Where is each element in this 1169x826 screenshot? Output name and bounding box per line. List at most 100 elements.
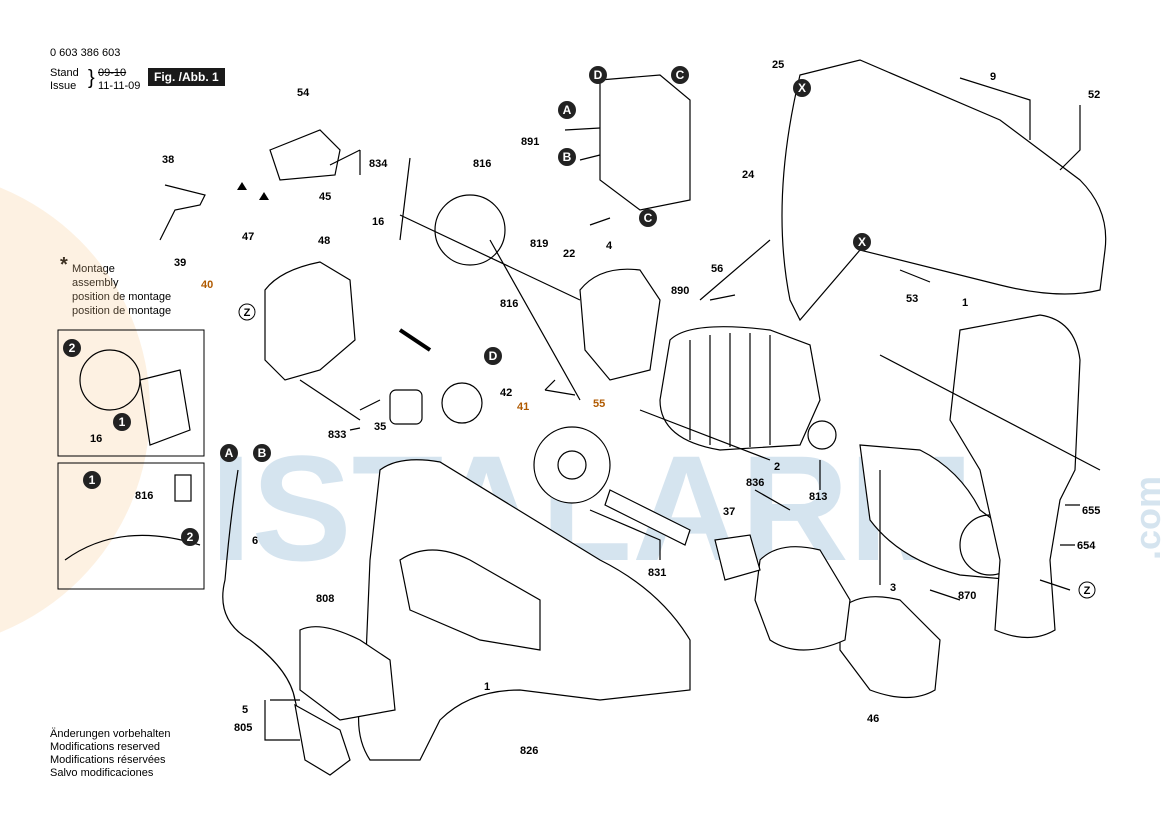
fan	[441, 382, 483, 424]
part-label: 808	[316, 593, 334, 605]
part-number: 0 603 386 603	[50, 47, 121, 59]
callout-circle	[639, 209, 657, 227]
part-label: 46	[867, 713, 879, 725]
part-label: 831	[648, 567, 666, 579]
callout-number: 2	[69, 341, 76, 355]
watermark-suffix: .com	[1127, 476, 1168, 560]
callout-letter: A	[563, 103, 572, 117]
callout-circle	[853, 233, 871, 251]
part-label: 9	[990, 71, 996, 83]
figure-label: Fig. /Abb. 1	[148, 68, 225, 86]
part-label: 16	[372, 216, 384, 228]
part-label: 37	[723, 506, 735, 518]
bearing-37	[714, 534, 761, 581]
auxiliary-handle	[949, 314, 1081, 639]
inset-brush	[174, 474, 192, 502]
callout-circle	[793, 79, 811, 97]
callout-letter: Z	[244, 307, 251, 319]
part-label: 55	[593, 398, 605, 410]
bearing-35	[389, 389, 423, 425]
callout-letter: B	[563, 150, 572, 164]
part-label: 833	[328, 429, 346, 441]
part-label: 834	[369, 158, 388, 170]
montage-line: position de montage	[72, 305, 172, 317]
asterisk-icon: *	[60, 254, 68, 276]
housing-grip	[399, 549, 541, 651]
part-label: 56	[711, 263, 723, 275]
stand-value: 09-10	[98, 67, 127, 79]
part-label: 42	[500, 387, 512, 399]
stand-label: Stand	[50, 67, 79, 79]
callout-letter: X	[798, 81, 806, 95]
stator	[659, 326, 821, 451]
part-label: 813	[809, 491, 827, 503]
inset-box-top	[57, 329, 205, 457]
gear-hub	[557, 450, 587, 480]
part-label: 5	[242, 704, 248, 716]
gear	[533, 426, 611, 504]
callout-letter: C	[644, 211, 653, 225]
callout-circle	[83, 471, 101, 489]
part-label: 45	[319, 191, 331, 203]
triangle-icon	[259, 192, 269, 200]
part-label: 16	[90, 433, 102, 445]
part-label: 25	[772, 59, 784, 71]
part-label: 48	[318, 235, 330, 247]
note-line: Modifications réservées	[50, 754, 166, 766]
part-label: 870	[958, 590, 976, 602]
callout-circle	[63, 339, 81, 357]
plug	[294, 703, 351, 776]
part-label: 816	[473, 158, 491, 170]
callouts: D C A B C D A B X X 2 1 1 2	[63, 66, 1096, 599]
part-label: 890	[671, 285, 689, 297]
depth-stop-rod	[879, 354, 1101, 471]
part-label: 654	[1077, 540, 1096, 552]
callout-letter: X	[858, 235, 866, 249]
part-label: 1	[484, 681, 490, 693]
part-label: 3	[890, 582, 896, 594]
cord-sleeve	[299, 626, 396, 721]
inset-holder	[139, 369, 191, 446]
part-label: 819	[530, 238, 548, 250]
housing-upper	[781, 59, 1107, 322]
part-label: 1	[962, 297, 968, 309]
part-label: 41	[517, 401, 529, 413]
callout-number: 1	[89, 473, 96, 487]
callout-circle	[484, 347, 502, 365]
part-label: 24	[742, 169, 755, 181]
stator-lamination	[689, 333, 771, 447]
callout-letter: B	[258, 446, 267, 460]
modifications-note: Änderungen vorbehalten Modifications res…	[50, 728, 170, 780]
part-label: 655	[1082, 505, 1100, 517]
part-label: 816	[135, 490, 153, 502]
callout-circle	[558, 148, 576, 166]
callout-circle	[181, 528, 199, 546]
callout-letter: D	[594, 68, 603, 82]
gear-housing	[754, 546, 851, 651]
part-label: 805	[234, 722, 252, 734]
issue-value: 11-11-09	[98, 80, 141, 92]
triangle-icon	[237, 182, 247, 190]
part-label: 816	[500, 298, 518, 310]
spindle	[604, 489, 691, 546]
pin	[398, 328, 432, 352]
callout-circle-outline	[1078, 581, 1096, 599]
callout-circle	[558, 101, 576, 119]
callout-letter: C	[676, 68, 685, 82]
part-label: 35	[374, 421, 386, 433]
part-drawings	[64, 59, 1107, 776]
end-cap	[269, 129, 341, 181]
part-label: 22	[563, 248, 575, 260]
callout-letter: Z	[1084, 585, 1091, 597]
callout-circle	[671, 66, 689, 84]
callout-number: 1	[119, 415, 126, 429]
montage-line: Montage	[72, 263, 115, 275]
triangle-markers	[237, 182, 269, 200]
issue-label: Issue	[50, 80, 77, 92]
note-line: Salvo modificaciones	[50, 767, 154, 779]
watermark-logo-arc	[0, 187, 150, 633]
part-label: 836	[746, 477, 764, 489]
part-label: 38	[162, 154, 174, 166]
